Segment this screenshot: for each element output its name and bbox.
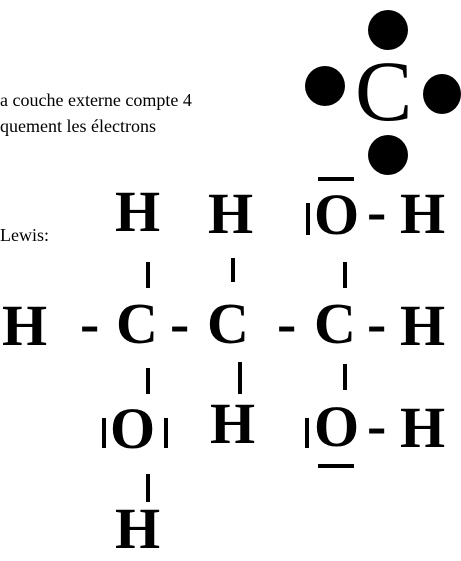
- lone-pair-left-o-bottom-1: [102, 418, 106, 448]
- atom-o-bottom-1: O: [110, 396, 156, 461]
- electron-dot-right: [423, 74, 461, 114]
- atom-h-top-right: H: [400, 181, 446, 246]
- atom-o-bottom-2: O: [314, 394, 360, 459]
- bond-h-c-1: -: [80, 291, 100, 356]
- electron-dot-bottom: [368, 135, 408, 175]
- lone-pair-right-o-bottom-1: [164, 418, 168, 448]
- electron-dot-top: [368, 10, 408, 50]
- atom-h-top-1: H: [115, 179, 161, 244]
- atom-h-bottom-right: H: [400, 395, 446, 460]
- bond-o-h-base: [146, 474, 150, 502]
- lone-pair-bottom-o-bottom-2: [318, 464, 354, 468]
- bond-vertical-3-top: [343, 262, 347, 288]
- bond-c-c-2: -: [277, 291, 297, 356]
- bond-o-h-top: -: [367, 179, 387, 244]
- atom-o-top: O: [314, 182, 360, 247]
- text-line-3: Lewis:: [0, 225, 49, 245]
- bond-vertical-3-bottom: [343, 364, 347, 390]
- lone-pair-left-o-bottom-2: [305, 418, 309, 448]
- atom-h-right: H: [400, 293, 446, 358]
- atom-h-base: H: [115, 496, 161, 561]
- atom-h-bottom-middle: H: [210, 391, 256, 456]
- electron-dot-left: [305, 66, 345, 106]
- carbon-symbol: C: [355, 43, 413, 139]
- bond-vertical-1-top: [146, 262, 150, 288]
- atom-c-3: C: [314, 291, 356, 356]
- bond-vertical-2-bottom: [238, 362, 242, 394]
- text-line-2: quement les électrons: [0, 116, 156, 136]
- bond-o-h-bottom: -: [367, 393, 387, 458]
- atom-c-2: C: [207, 291, 249, 356]
- atom-h-top-2: H: [208, 181, 254, 246]
- bond-vertical-2-top: [231, 258, 235, 282]
- atom-c-1: C: [116, 291, 158, 356]
- lone-pair-top-o-top: [318, 177, 354, 181]
- bond-vertical-1-bottom: [146, 368, 150, 394]
- lone-pair-left-o-top: [306, 203, 310, 235]
- bond-c-h-right: -: [367, 291, 387, 356]
- text-line-1: a couche externe compte 4: [0, 90, 192, 110]
- atom-h-left: H: [2, 293, 48, 358]
- bond-c-c-1: -: [170, 291, 190, 356]
